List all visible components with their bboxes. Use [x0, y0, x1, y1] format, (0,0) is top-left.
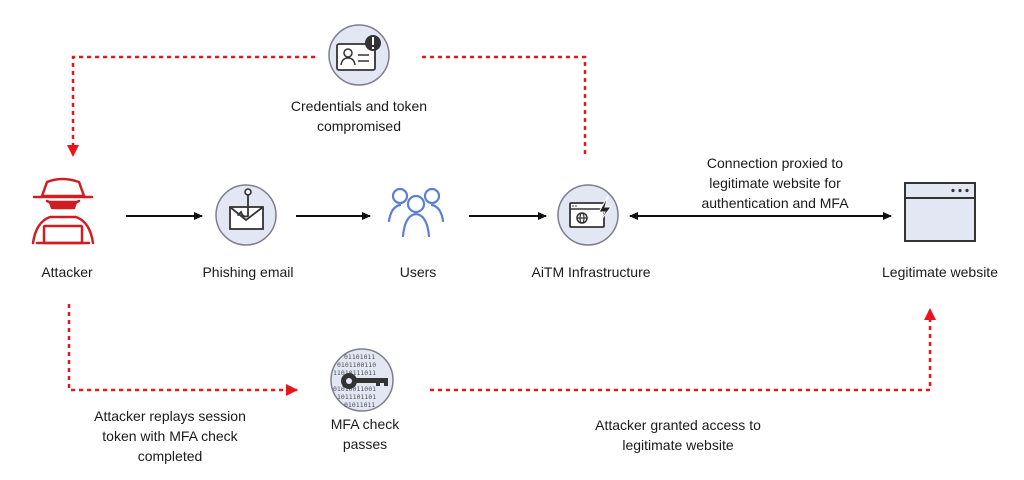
replay-annotation-line-3: completed	[137, 448, 203, 464]
users-icon	[387, 187, 445, 238]
proxied-annotation-line-2: legitimate website for	[709, 175, 841, 191]
replay-annotation-line-1: Attacker replays session	[94, 408, 246, 424]
credentials-annotation-line-1: Credentials and token	[290, 98, 428, 114]
credentials-annotation-line-2: compromised	[316, 118, 402, 134]
credentials-compromised-annotation: Credentials and token compromised	[291, 96, 427, 136]
access-granted-annotation: Attacker granted access to legitimate we…	[595, 415, 761, 455]
session-replay-annotation: Attacker replays session token with MFA …	[94, 406, 246, 466]
attacker-icon	[31, 177, 95, 245]
users-label: Users	[399, 264, 437, 280]
mfa-key-icon: 01101011 0101100110 11010111011 01010011…	[330, 348, 394, 412]
phishing-email-icon	[215, 184, 277, 246]
legitimate-website-label: Legitimate website	[882, 264, 998, 280]
svg-text:01010011001: 01010011001	[333, 385, 376, 393]
mfa-check-label-line-2: passes	[342, 436, 388, 452]
connection-proxied-annotation: Connection proxied to legitimate website…	[701, 153, 848, 213]
granted-annotation-line-1: Attacker granted access to	[595, 417, 761, 433]
phishing-email-label: Phishing email	[202, 264, 294, 280]
svg-text:1011101101: 1011101101	[337, 393, 376, 401]
mfa-check-label-line-1: MFA check	[330, 416, 400, 432]
credentials-return-path-left	[67, 55, 315, 157]
svg-text:0101100110: 0101100110	[337, 361, 376, 369]
credentials-return-path-right	[422, 55, 587, 155]
aitm-infrastructure-label: AiTM Infrastructure	[531, 264, 651, 280]
aitm-infrastructure-icon	[557, 184, 619, 246]
replay-annotation-line-2: token with MFA check	[102, 428, 238, 444]
legitimate-website-icon	[904, 182, 976, 242]
proxied-annotation-line-1: Connection proxied to	[706, 155, 844, 171]
mfa-check-label: MFA check passes	[331, 414, 399, 454]
svg-text:01101011: 01101011	[344, 353, 375, 361]
attacker-label: Attacker	[41, 264, 93, 280]
svg-text:11010111011: 11010111011	[333, 369, 376, 377]
credentials-compromised-icon	[328, 24, 390, 86]
proxied-annotation-line-3: authentication and MFA	[701, 195, 849, 211]
granted-annotation-line-2: legitimate website	[622, 437, 734, 453]
session-replay-path	[67, 304, 298, 396]
svg-text:01011011: 01011011	[344, 401, 375, 409]
access-granted-path	[430, 308, 936, 392]
